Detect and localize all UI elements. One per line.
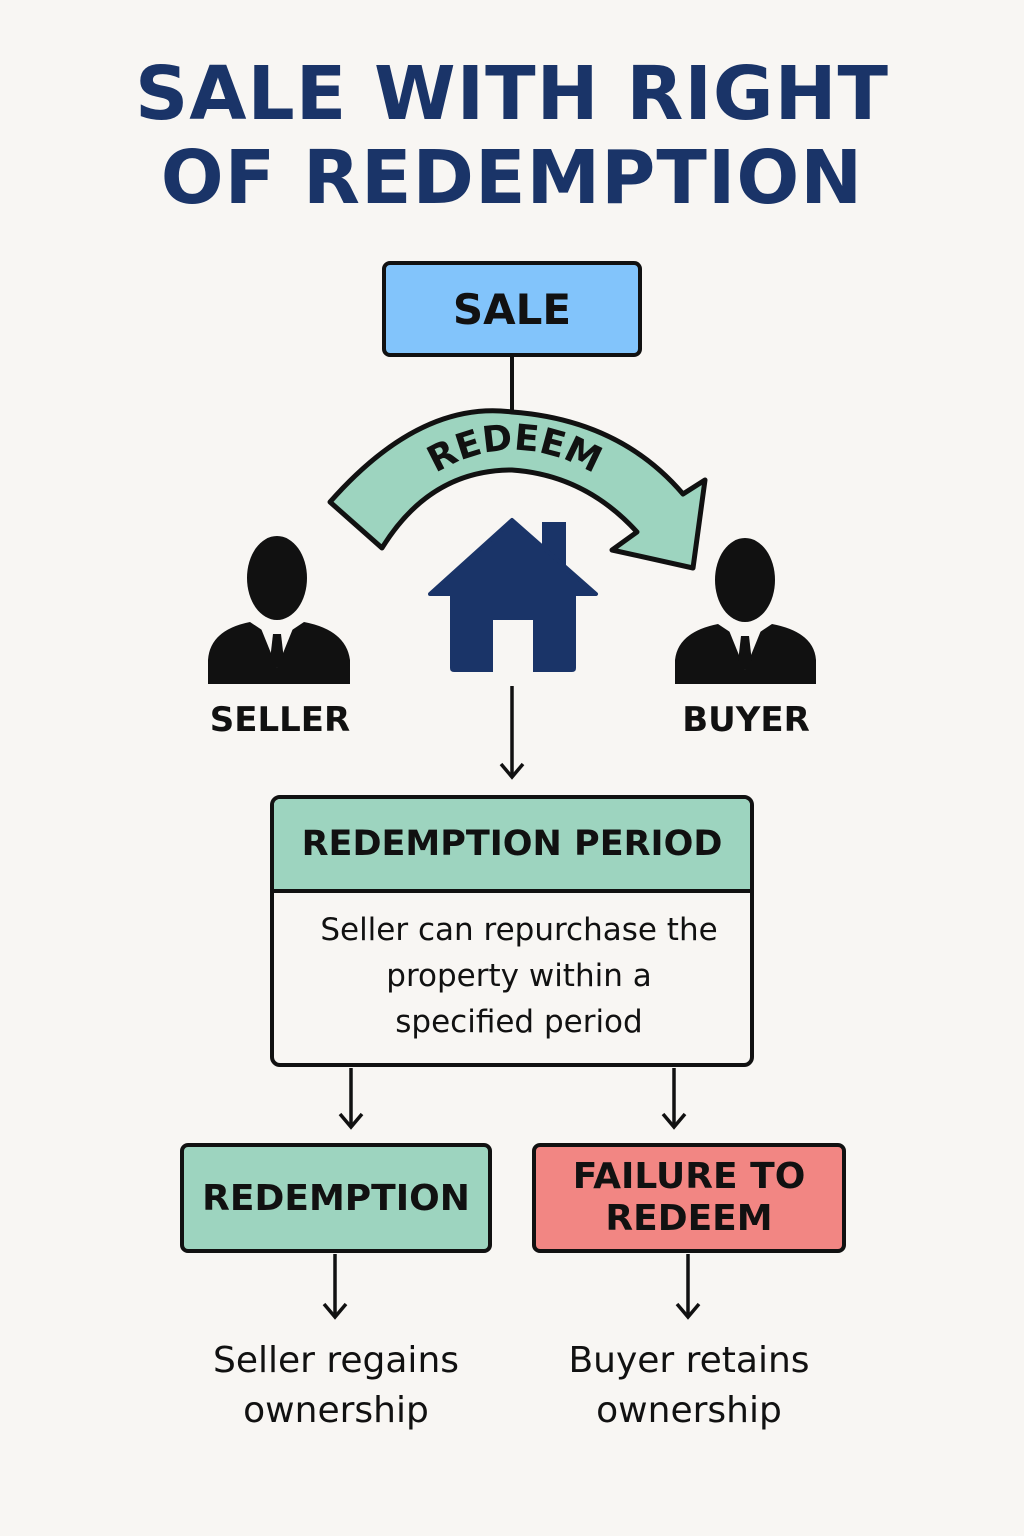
- sale-label: SALE: [452, 284, 572, 334]
- arrow-period-to-redemption: [338, 1068, 364, 1130]
- description-line: specified period: [395, 1004, 643, 1040]
- arrow-redemption-to-result: [322, 1254, 348, 1320]
- title-line-1: SALE WITH RIGHT: [134, 51, 890, 137]
- failure-label-line: REDEEM: [605, 1198, 773, 1239]
- page-title: SALE WITH RIGHT OF REDEMPTION: [0, 52, 1024, 220]
- result-line: ownership: [243, 1390, 429, 1431]
- redemption-period-box: REDEMPTION PERIOD Seller can repurchase …: [270, 795, 754, 1067]
- arrow-period-to-failure: [661, 1068, 687, 1130]
- failure-label: FAILURE TO REDEEM: [573, 1156, 806, 1240]
- curved-arrow-icon: [327, 408, 708, 571]
- redemption-period-description: Seller can repurchase the property withi…: [274, 893, 750, 1045]
- result-line: Seller regains: [212, 1340, 460, 1381]
- result-line: ownership: [596, 1390, 782, 1431]
- redemption-box: REDEMPTION: [180, 1143, 492, 1253]
- failure-result: Buyer retains ownership: [532, 1336, 846, 1436]
- description-line: Seller can repurchase the: [320, 912, 718, 948]
- buyer-label: BUYER: [682, 700, 810, 740]
- failure-label-line: FAILURE TO: [572, 1156, 806, 1197]
- house-icon: [428, 518, 598, 672]
- title-line-2: OF REDEMPTION: [160, 135, 864, 221]
- seller-label: SELLER: [209, 700, 351, 740]
- redemption-period-heading: REDEMPTION PERIOD: [274, 799, 750, 893]
- arrow-house-to-period: [499, 686, 525, 780]
- arrow-failure-to-result: [675, 1254, 701, 1320]
- result-line: Buyer retains: [568, 1340, 810, 1381]
- sale-box: SALE: [382, 261, 642, 357]
- buyer-person-icon: [675, 538, 816, 684]
- failure-to-redeem-box: FAILURE TO REDEEM: [532, 1143, 846, 1253]
- redemption-result: Seller regains ownership: [180, 1336, 492, 1436]
- redemption-label: REDEMPTION: [202, 1177, 470, 1219]
- description-line: property within a: [386, 958, 652, 994]
- seller-person-icon: [208, 536, 350, 684]
